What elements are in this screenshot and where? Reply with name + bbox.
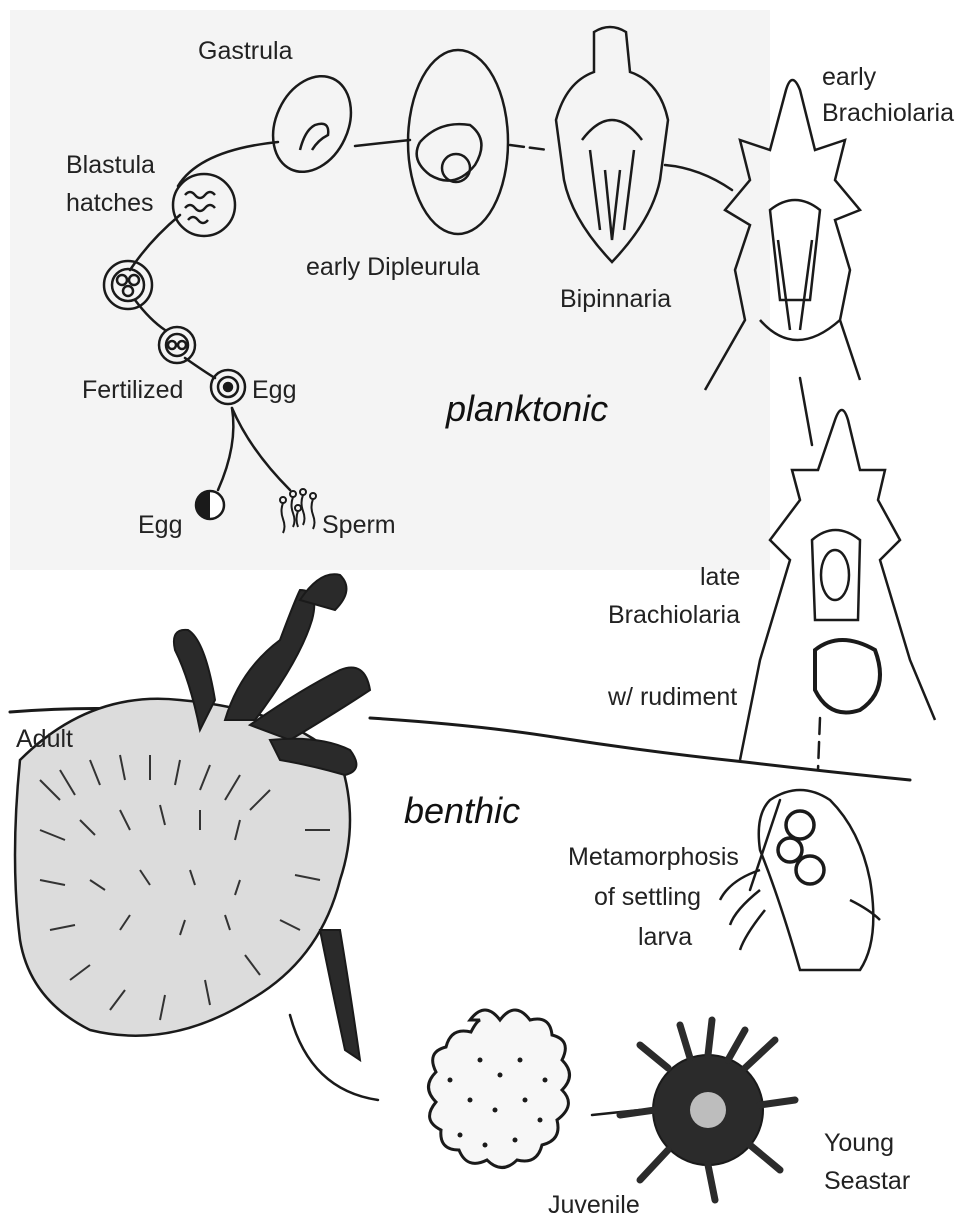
metamorphosis-label-line3: larva (638, 922, 692, 953)
metamorphosis-label-line1: Metamorphosis (568, 842, 739, 873)
egg-label: Egg (138, 510, 182, 541)
blastula-label-line2: hatches (66, 188, 154, 219)
gastrula-label: Gastrula (198, 36, 292, 67)
early-dipleurula-label: early Dipleurula (306, 252, 480, 283)
planktonic-zone-label: planktonic (446, 388, 608, 430)
benthic-zone-label: benthic (404, 790, 520, 832)
young-seastar-label-line2: Seastar (824, 1166, 910, 1197)
young-seastar-label-line1: Young (824, 1128, 894, 1159)
fertilized-egg-label: Egg (252, 375, 296, 406)
rudiment-label: w/ rudiment (608, 682, 737, 713)
bipinnaria-label: Bipinnaria (560, 284, 671, 315)
egg-cell-illustration (196, 491, 224, 519)
sperm-label: Sperm (322, 510, 396, 541)
early-brachiolaria-label-line2: Brachiolaria (822, 98, 954, 129)
early-brachiolaria-label-line1: early (822, 62, 876, 93)
metamorphosis-label-line2: of settling (594, 882, 701, 913)
late-brachiolaria-label-line2: Brachiolaria (608, 600, 740, 631)
fertilized-label: Fertilized (82, 375, 183, 406)
four-cell-stage-illustration (104, 261, 152, 309)
blastula-label-line1: Blastula (66, 150, 155, 181)
adult-label: Adult (16, 724, 73, 755)
juvenile-label: Juvenile (548, 1190, 640, 1221)
late-brachiolaria-label-line1: late (700, 562, 740, 593)
